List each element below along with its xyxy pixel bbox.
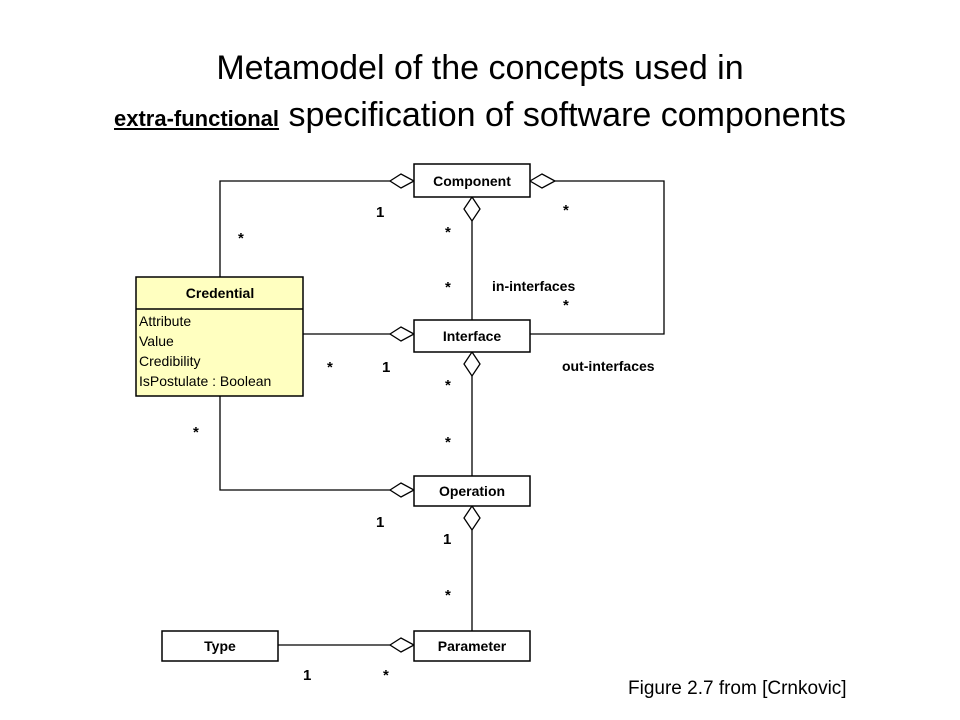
mult-type-par-type: 1 [303,667,311,684]
class-type-name: Type [204,638,236,654]
mult-cred-comp-cred: * [238,230,244,247]
diamond-component-right [528,173,557,189]
mult-op-par-par: * [445,587,451,604]
diamond-interface-left [388,326,416,342]
title-rest: specification of software components [279,96,846,134]
multiplicity-labels: 1 * * * * * * 1 * * * 1 1 * 1 * [193,202,569,684]
figure-caption: Figure 2.7 from [Crnkovic] [628,678,847,699]
class-component[interactable]: Component [413,163,531,198]
class-component-name: Component [433,173,511,189]
class-operation[interactable]: Operation [413,475,531,507]
credential-attribute: Attribute [139,313,191,329]
mult-if-op-op: * [445,434,451,451]
mult-cred-op-cred: * [193,424,199,441]
role-out-interfaces: out-interfaces [562,358,655,374]
class-parameter-name: Parameter [438,638,507,654]
page-subtitle: extra-functional specification of softwa… [0,95,960,139]
role-in-interfaces: in-interfaces [492,278,575,294]
assoc-credential-operation [219,396,390,491]
class-interface-name: Interface [443,328,502,344]
class-parameter[interactable]: Parameter [413,630,531,662]
mult-cred-if-if: 1 [382,359,390,376]
mult-if-op-if: * [445,377,451,394]
class-credential[interactable]: Credential Attribute Value Credibility I… [135,276,304,397]
aggregation-diamonds [388,173,557,653]
class-interface[interactable]: Interface [413,319,531,353]
association-lines [219,180,665,646]
diamond-operation-bottom [463,504,481,532]
diamond-interface-bottom [463,350,481,378]
assoc-component-interface-out [528,180,665,335]
mult-cred-if-cred: * [327,359,333,376]
title-emphasis: extra-functional [114,106,280,131]
mult-comp-out-if: * [563,297,569,314]
class-credential-name: Credential [186,285,254,301]
mult-op-par-op: 1 [443,531,451,548]
diamond-parameter-left [388,637,416,653]
page-title: Metamodel of the concepts used in [216,49,744,87]
mult-cred-comp-comp: 1 [376,204,384,221]
diamond-operation-left [388,482,416,498]
mult-comp-out-comp: * [563,202,569,219]
diamond-component-left [388,173,416,189]
mult-comp-if-if: * [445,279,451,296]
mult-comp-if-comp: * [445,224,451,241]
mult-type-par-par: * [383,667,389,684]
mult-cred-op-op: 1 [376,514,384,531]
diamond-component-bottom [463,195,481,223]
credential-value: Value [139,333,174,349]
class-operation-name: Operation [439,483,505,499]
assoc-credential-component [219,180,390,277]
class-type[interactable]: Type [161,630,279,662]
credential-credibility: Credibility [139,353,200,369]
credential-ispostulate: IsPostulate : Boolean [139,373,271,389]
